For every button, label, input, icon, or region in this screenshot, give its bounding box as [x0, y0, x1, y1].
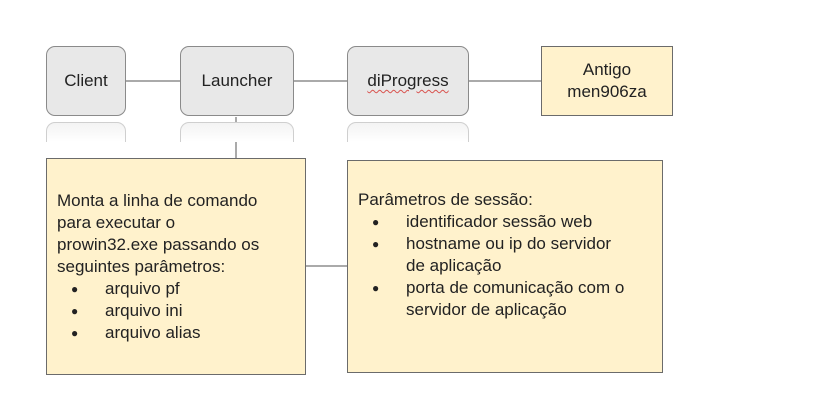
antigo-line-1: Antigo	[582, 60, 632, 79]
launcher-reflection	[180, 122, 294, 142]
antigo-line-2: men906za	[567, 82, 647, 101]
diprogress-label: diProgress	[367, 71, 449, 90]
launcher-note-bullet: arquivo ini	[57, 300, 305, 322]
launcher-note-line: para executar o	[57, 213, 176, 232]
session-note-bullet: porta de comunicação com o servidor de a…	[358, 277, 662, 321]
session-note: Parâmetros de sessão: identificador sess…	[347, 160, 663, 373]
antigo-note: Antigo men906za	[541, 46, 673, 116]
session-bullet-line: identificador sessão web	[406, 212, 593, 231]
session-note-title: Parâmetros de sessão:	[358, 190, 533, 209]
session-note-bullet: hostname ou ip do servidor de aplicação	[358, 233, 662, 277]
session-bullet-line: servidor de aplicação	[406, 300, 567, 319]
launcher-node: Launcher	[180, 46, 294, 116]
launcher-note-bullet: arquivo alias	[57, 322, 305, 344]
session-note-bullet: identificador sessão web	[358, 211, 662, 233]
diprogress-node: diProgress	[347, 46, 469, 116]
client-node: Client	[46, 46, 126, 116]
launcher-note: Monta a linha de comando para executar o…	[46, 158, 306, 375]
session-bullet-line: porta de comunicação com o	[406, 278, 625, 297]
session-bullet-line: de aplicação	[406, 256, 502, 275]
launcher-label: Launcher	[201, 71, 273, 90]
session-bullet-line: hostname ou ip do servidor	[406, 234, 612, 253]
client-label: Client	[64, 71, 108, 90]
client-reflection	[46, 122, 126, 142]
launcher-note-line: prowin32.exe passando os	[57, 235, 260, 254]
launcher-note-bullet: arquivo pf	[57, 278, 305, 300]
launcher-note-line: seguintes parâmetros:	[57, 257, 226, 276]
diprogress-reflection	[347, 122, 469, 142]
launcher-note-line: Monta a linha de comando	[57, 191, 258, 210]
